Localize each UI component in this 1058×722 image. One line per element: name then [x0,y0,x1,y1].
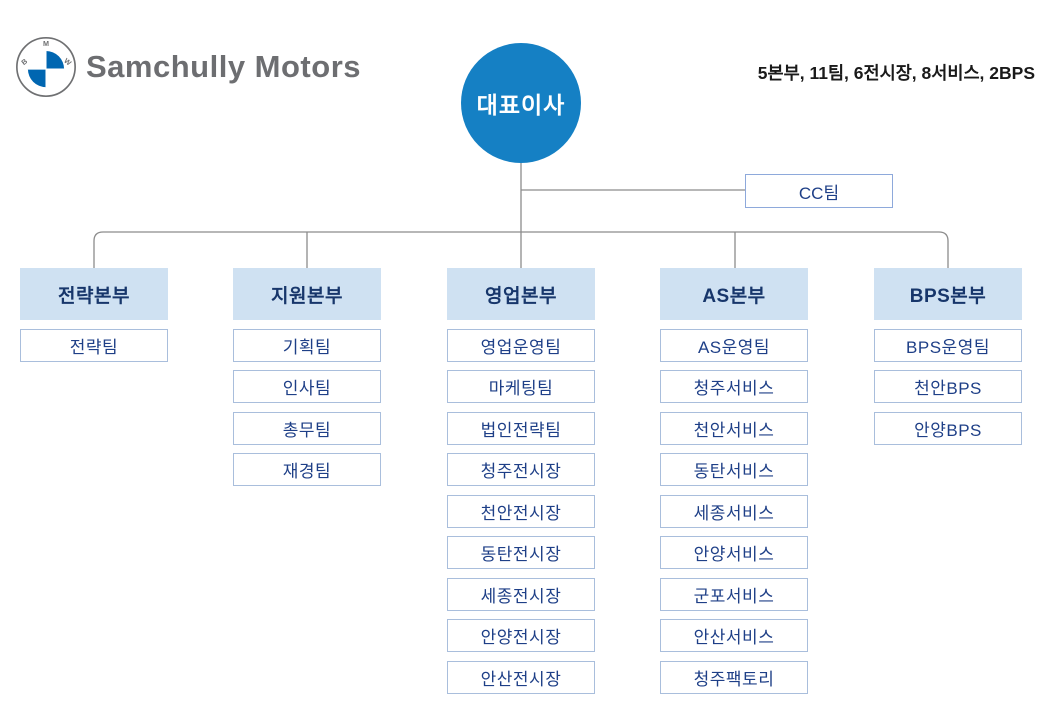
team-node: 안양전시장 [447,619,595,652]
team-node: 재경팀 [233,453,381,486]
team-node: 총무팀 [233,411,381,445]
team-node: 안산전시장 [447,660,595,694]
team-node: BPS운영팀 [874,328,1022,362]
team-node: 세종전시장 [447,577,595,611]
team-node: 전략팀 [20,328,168,362]
svg-text:W: W [62,56,73,67]
team-node: 청주서비스 [660,370,808,403]
svg-text:M: M [43,39,49,48]
division-header: AS본부 [660,268,808,320]
brand-header: B M W Samchully Motors [15,36,361,98]
org-summary-text: 5본부, 11팀, 6전시장, 8서비스, 2BPS [757,63,1035,83]
division-header: 전략본부 [20,268,168,320]
division-column: 전략본부 전략팀 [20,268,168,362]
team-node: 천안전시장 [447,494,595,528]
team-node: 마케팅팀 [447,370,595,403]
team-node: 천안서비스 [660,411,808,445]
team-node: 동탄전시장 [447,536,595,569]
team-node: 청주팩토리 [660,660,808,694]
cc-team-node: CC팀 [745,174,893,208]
team-node: 안산서비스 [660,619,808,652]
svg-text:B: B [19,57,29,67]
team-node: 인사팀 [233,370,381,403]
team-node: 천안BPS [874,370,1022,403]
team-node: 안양서비스 [660,536,808,569]
division-header: BPS본부 [874,268,1022,320]
team-node: 안양BPS [874,411,1022,445]
team-node: 기획팀 [233,328,381,362]
division-header: 영업본부 [447,268,595,320]
team-node: 동탄서비스 [660,453,808,486]
team-node: 세종서비스 [660,494,808,528]
bmw-logo-icon: B M W [16,37,76,97]
brand-title: Samchully Motors [86,49,361,84]
team-node: 법인전략팀 [447,411,595,445]
ceo-node: 대표이사 [461,43,581,163]
team-node: AS운영팀 [660,328,808,362]
team-node: 청주전시장 [447,453,595,486]
team-node: 군포서비스 [660,577,808,611]
division-header: 지원본부 [233,268,381,320]
team-node: 영업운영팀 [447,328,595,362]
